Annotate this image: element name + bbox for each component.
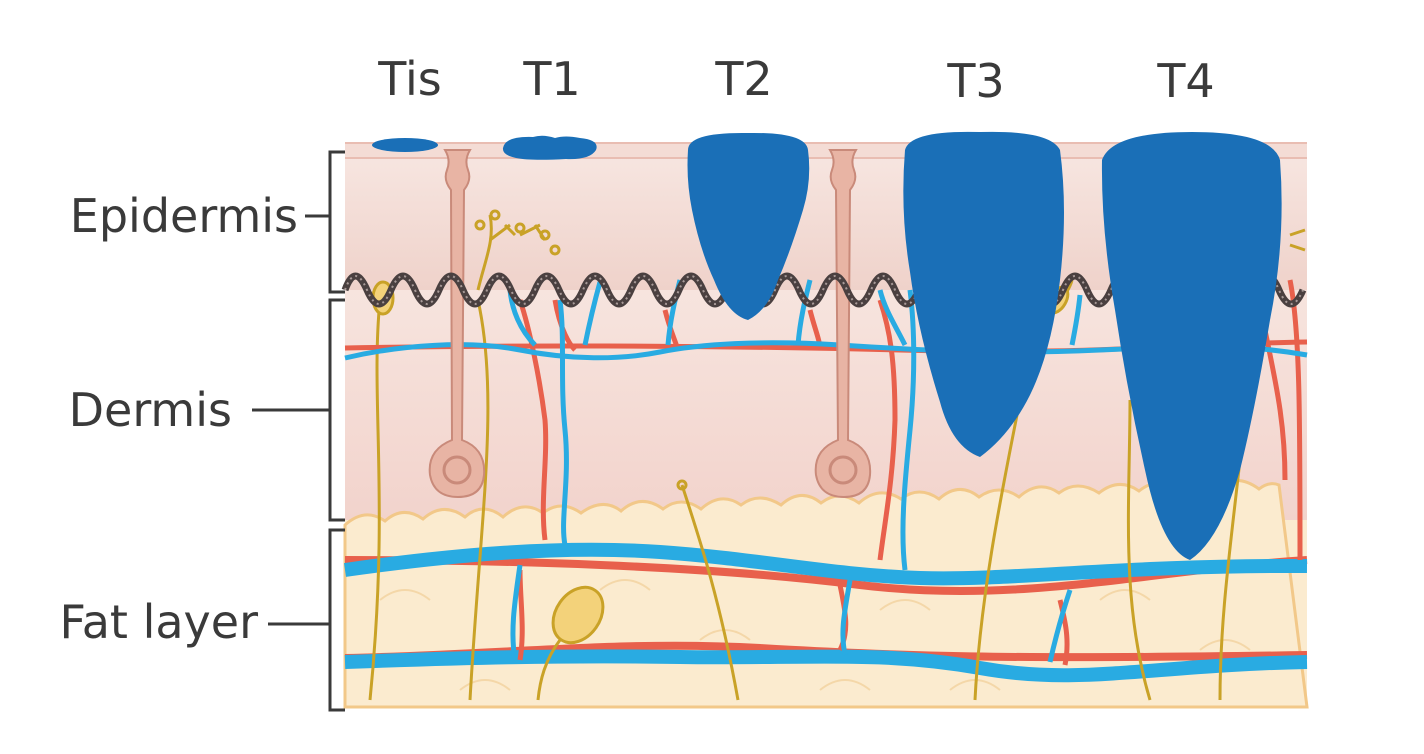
pacinian-corpuscle bbox=[551, 585, 605, 645]
layer-labels: Epidermis Dermis Fat layer bbox=[60, 189, 299, 649]
tumor-t4 bbox=[1101, 132, 1282, 560]
vein-deep-2 bbox=[344, 649, 1308, 683]
stage-label-t4: T4 bbox=[1156, 54, 1214, 108]
layer-label-fat: Fat layer bbox=[60, 595, 259, 649]
layer-label-epidermis: Epidermis bbox=[70, 189, 298, 243]
hair-shaft-left bbox=[428, 149, 486, 499]
hair-bulb-right bbox=[828, 455, 858, 485]
bracket-fat bbox=[328, 528, 345, 712]
hair-shaft-right bbox=[814, 149, 872, 499]
stage-label-t3: T3 bbox=[946, 54, 1004, 108]
basement-membrane-dots bbox=[344, 275, 1304, 305]
hair-bulb-left bbox=[442, 455, 472, 485]
tumor-t1 bbox=[502, 135, 597, 160]
stage-label-t1: T1 bbox=[522, 52, 580, 106]
layer-label-dermis: Dermis bbox=[69, 383, 232, 437]
tumor-tis bbox=[372, 138, 438, 152]
layer-brackets bbox=[252, 150, 345, 712]
hair-follicles bbox=[428, 149, 872, 499]
stage-label-t2: T2 bbox=[714, 52, 772, 106]
tumors bbox=[372, 131, 1282, 560]
stage-labels: Tis T1 T2 T3 T4 bbox=[377, 52, 1214, 108]
bracket-epidermis bbox=[328, 150, 345, 294]
deep-vessels bbox=[344, 542, 1308, 683]
bracket-dermis bbox=[328, 298, 345, 522]
tumor-t3 bbox=[903, 131, 1064, 457]
vein-deep-1 bbox=[344, 542, 1308, 586]
tumor-t2 bbox=[687, 132, 810, 320]
stage-label-tis: Tis bbox=[377, 52, 441, 106]
